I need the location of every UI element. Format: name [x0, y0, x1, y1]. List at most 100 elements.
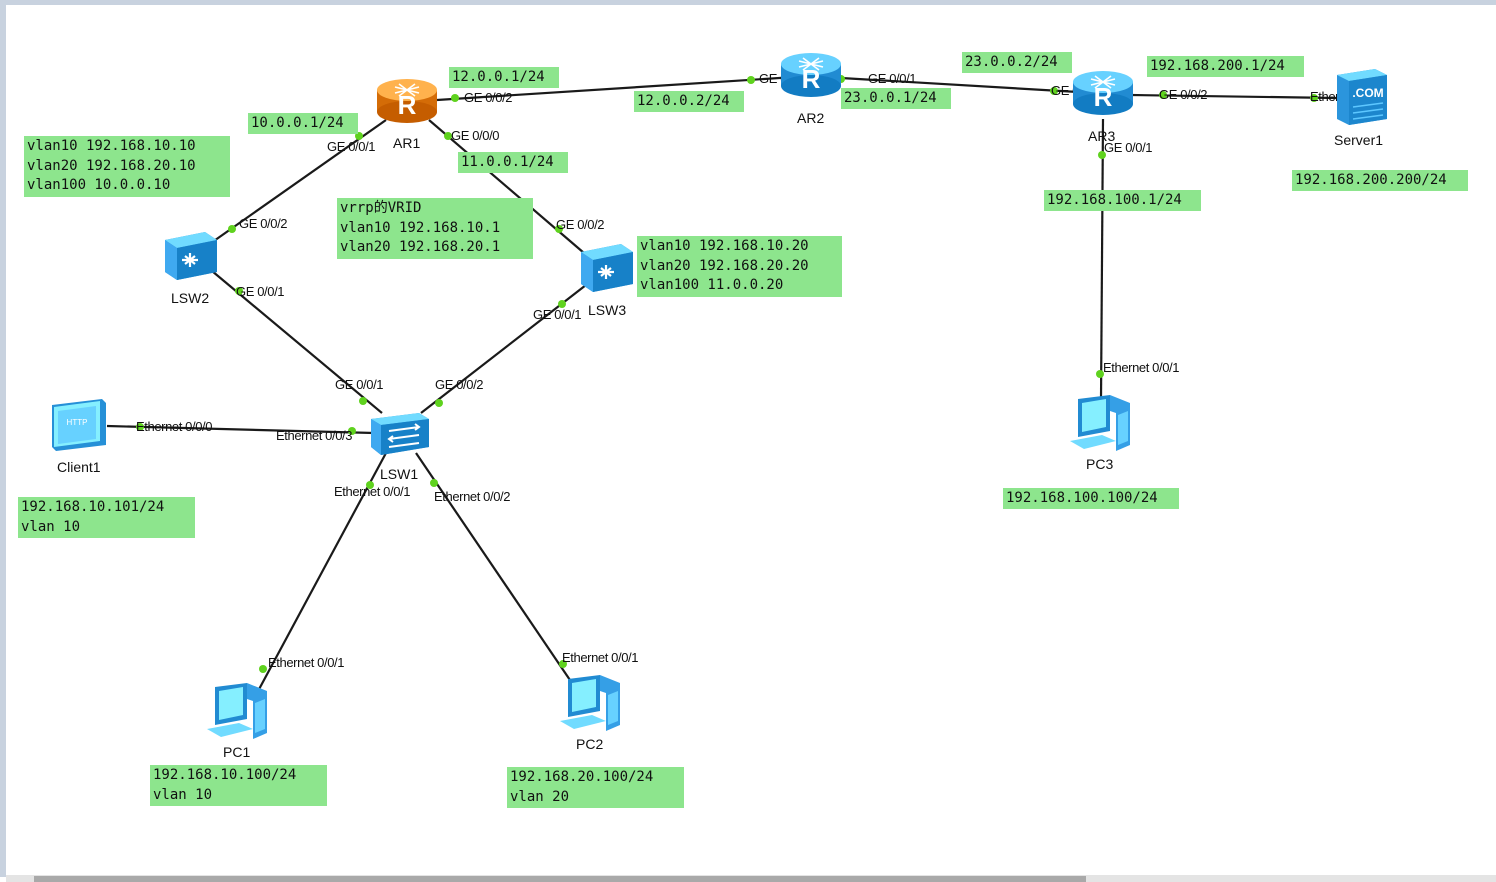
device-lsw3[interactable]: [577, 238, 637, 300]
note-line: vlan20 192.168.20.1: [340, 239, 501, 255]
l3-switch-icon: [165, 232, 217, 280]
device-ar3[interactable]: R: [1071, 64, 1135, 122]
note-ar3-ge000-ip[interactable]: 23.0.0.2/24: [962, 52, 1072, 73]
device-name-ar3: AR3: [1088, 128, 1116, 144]
note-line: vlan20 192.168.20.20: [640, 257, 809, 274]
note-ar2-ge000-ip[interactable]: 12.0.0.2/24: [634, 91, 744, 112]
port-dot-lsw1-ethernet-0-0-3: [348, 427, 356, 435]
note-line: vlan10 192.168.10.10: [27, 138, 196, 154]
switch-icon: [371, 413, 429, 455]
note-line: 192.168.100.1/24: [1047, 192, 1182, 208]
device-ar1[interactable]: R: [375, 72, 439, 130]
port-label-ar2-ge-0-0-1: GE 0/0/1: [868, 71, 917, 86]
note-line: 192.168.100.100/24: [1006, 490, 1158, 506]
note-line: vlan 10: [21, 518, 81, 535]
port-label-pc3-ethernet-0-0-1: Ethernet 0/0/1: [1103, 360, 1180, 375]
note-ar1-ge001-ip[interactable]: 10.0.0.1/24: [248, 113, 358, 134]
device-name-server1: Server1: [1334, 132, 1384, 148]
note-ar1-ge000-ip[interactable]: 11.0.0.1/24: [458, 152, 568, 173]
note-line: 23.0.0.2/24: [965, 54, 1058, 70]
device-pc2[interactable]: [558, 673, 622, 737]
port-dot-ar2-ge-0-0-0: [747, 76, 755, 84]
svg-text:HTTP: HTTP: [67, 418, 88, 427]
server-icon: .COM: [1337, 69, 1387, 125]
device-lsw2[interactable]: [161, 226, 221, 288]
link-client1-lsw1[interactable]: [106, 424, 375, 435]
device-name-lsw2: LSW2: [171, 290, 210, 306]
device-pc1[interactable]: [205, 681, 269, 745]
link-lsw1-pc1[interactable]: [256, 452, 387, 694]
device-pc3[interactable]: [1068, 393, 1132, 457]
note-line: 11.0.0.1/24: [461, 154, 554, 170]
link-ar2-ar3[interactable]: [840, 76, 1079, 94]
note-line: 192.168.200.1/24: [1150, 58, 1285, 74]
link-ar3-pc3[interactable]: [1099, 118, 1105, 401]
port-dot-lsw1-ethernet-0-0-2: [430, 479, 438, 487]
link-lsw1-pc2[interactable]: [415, 452, 573, 684]
svg-text:R: R: [398, 90, 417, 120]
port-label-ar1-ge-0-0-0: GE 0/0/0: [451, 128, 500, 143]
port-label-lsw2-ge-0-0-2: GE 0/0/2: [239, 216, 288, 231]
note-lsw3-vlanif[interactable]: vlan10 192.168.10.20 vlan20 192.168.20.20…: [637, 236, 842, 297]
link-ar1-ar2[interactable]: [436, 75, 796, 102]
port-label-lsw2-ge-0-0-1: GE 0/0/1: [236, 284, 285, 299]
note-ar1-ge002-ip[interactable]: 12.0.0.1/24: [449, 67, 559, 88]
note-line: vlan100 10.0.0.10: [27, 177, 171, 193]
note-ar2-ge001-ip[interactable]: 23.0.0.1/24: [841, 88, 951, 109]
device-lsw1[interactable]: [369, 409, 431, 461]
device-name-client1: Client1: [57, 459, 101, 475]
port-label-ar1-ge-0-0-1: GE 0/0/1: [327, 139, 376, 154]
note-ar3-ge001-ip[interactable]: 192.168.100.1/24: [1044, 190, 1201, 211]
port-dot-ar3-ge-0-0-0: [1050, 87, 1058, 95]
port-dot-pc3-ethernet-0-0-1: [1096, 370, 1104, 378]
device-name-lsw1: LSW1: [380, 466, 419, 482]
device-name-pc2: PC2: [576, 736, 604, 752]
link-lsw3-lsw1[interactable]: [420, 284, 587, 414]
device-ar2[interactable]: R: [779, 46, 843, 104]
device-name-ar2: AR2: [797, 110, 825, 126]
note-pc3-ip[interactable]: 192.168.100.100/24: [1003, 488, 1179, 509]
device-server1[interactable]: .COM: [1331, 67, 1391, 131]
note-line: vlan 20: [510, 788, 570, 805]
port-dot-lsw2-ge-0-0-1: [235, 287, 243, 295]
port-dot-lsw2-ge-0-0-2: [228, 225, 236, 233]
note-line: vlan10 192.168.10.20: [640, 238, 809, 254]
note-line: 10.0.0.1/24: [251, 115, 344, 131]
note-line: 192.168.10.100/24: [153, 767, 297, 783]
link-ar1-lsw2[interactable]: [210, 119, 387, 244]
device-client1[interactable]: HTTP: [48, 397, 110, 457]
port-dot-ar1-ge-0-0-0: [444, 132, 452, 140]
note-ar3-ge002-ip[interactable]: 192.168.200.1/24: [1147, 56, 1304, 77]
topology-canvas: GE 0/0/2GE 0/0/0GE 0/0/1GE 0/0/0GE 0/0/2…: [6, 5, 1496, 882]
port-dot-lsw3-ge-0-0-1: [558, 300, 566, 308]
port-dot-ar1-ge-0-0-2: [451, 94, 459, 102]
port-label-ar3-ge-0-0-2: GE 0/0/2: [1159, 87, 1208, 102]
pc-icon: [560, 675, 620, 731]
port-label-ar3-ge-0-0-1: GE 0/0/1: [1104, 140, 1153, 155]
port-label-pc1-ethernet-0-0-1: Ethernet 0/0/1: [268, 655, 345, 670]
port-label-client1-ethernet-0-0-0: Ethernet 0/0/0: [136, 419, 213, 434]
port-dot-lsw1-ethernet-0-0-1: [366, 481, 374, 489]
note-line: vlan10 192.168.10.1: [340, 219, 501, 236]
pc-icon: [1070, 395, 1130, 451]
http-client-icon: HTTP: [52, 399, 106, 451]
note-line: 12.0.0.1/24: [452, 69, 545, 85]
port-dot-lsw3-ge-0-0-2: [555, 225, 563, 233]
port-label-lsw1-ethernet-0-0-2: Ethernet 0/0/2: [434, 489, 511, 504]
pc-icon: [207, 683, 267, 739]
port-label-lsw3-ge-0-0-2: GE 0/0/2: [556, 217, 605, 232]
note-line: 192.168.200.200/24: [1295, 172, 1447, 188]
svg-text:R: R: [1094, 82, 1113, 112]
horizontal-scrollbar[interactable]: [6, 875, 1496, 882]
port-dot-ar1-ge-0-0-1: [355, 132, 363, 140]
port-dot-lsw1-ge-0-0-2: [435, 399, 443, 407]
port-dot-pc1-ethernet-0-0-1: [259, 665, 267, 673]
note-line: 12.0.0.2/24: [637, 93, 730, 109]
note-server1-ip[interactable]: 192.168.200.200/24: [1292, 170, 1468, 191]
